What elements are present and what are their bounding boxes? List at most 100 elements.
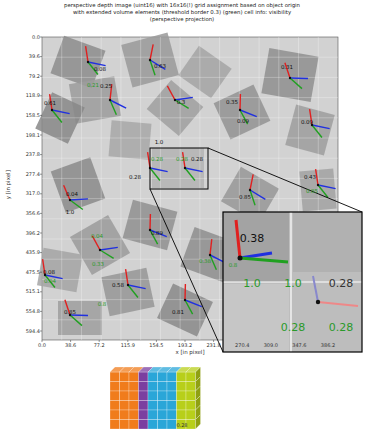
object-silhouette xyxy=(152,148,204,188)
axis-z xyxy=(318,302,358,306)
origin-dot xyxy=(239,109,241,111)
chart-title: perspective depth image (uint16) with 16… xyxy=(62,2,302,22)
voxel xyxy=(186,382,196,392)
origin-dot xyxy=(109,99,111,101)
cell-value: 0.09 xyxy=(237,119,249,125)
voxel xyxy=(148,401,158,411)
voxel xyxy=(158,410,168,420)
tick xyxy=(40,252,42,253)
object-silhouette xyxy=(51,157,106,213)
voxel xyxy=(120,420,130,430)
origin-dot xyxy=(249,189,251,191)
axis-z xyxy=(210,239,212,255)
y-tick-label: 0.0 xyxy=(32,35,40,40)
y-tick-label: 475.5 xyxy=(26,270,40,275)
voxel xyxy=(158,382,168,392)
x-tick-label: 154.5 xyxy=(149,343,163,348)
tick xyxy=(40,311,42,312)
axis-z xyxy=(149,214,151,230)
x-tick-label: 270.4 xyxy=(235,343,249,348)
tick xyxy=(40,37,42,38)
y-tick-label: 554.8 xyxy=(26,309,40,314)
voxel xyxy=(110,372,120,382)
voxel xyxy=(167,391,177,401)
voxel xyxy=(120,382,130,392)
cell-value: 0.89 xyxy=(151,231,163,237)
origin-dot xyxy=(51,109,53,111)
voxel xyxy=(177,372,187,382)
origin-dot xyxy=(317,184,319,186)
y-tick-label: 515.1 xyxy=(26,289,40,294)
cell-value: 0.43 xyxy=(304,175,316,181)
cell-value: 0.28 xyxy=(176,157,188,163)
grid-line xyxy=(42,158,338,159)
y-tick-label: 396.2 xyxy=(26,231,40,236)
cell-value: 0.8 xyxy=(98,302,107,308)
object-silhouette xyxy=(109,120,152,159)
inset-background xyxy=(223,212,362,352)
axis-y xyxy=(110,100,116,115)
voxel xyxy=(120,391,130,401)
voxel xyxy=(120,410,130,420)
voxel xyxy=(139,391,149,401)
cell-value: 0.28 xyxy=(129,175,141,181)
inset-cell-value: 0.28 xyxy=(329,322,354,333)
cell-value: 0.04 xyxy=(66,192,78,198)
voxel xyxy=(110,401,120,411)
voxel xyxy=(148,410,158,420)
inset-cell-value: 0.28 xyxy=(176,423,187,428)
axis-z xyxy=(239,94,241,110)
cell-value: 0.21 xyxy=(87,83,99,89)
origin-dot xyxy=(238,256,243,261)
zoom-leader xyxy=(208,148,362,212)
axis-z xyxy=(86,46,88,62)
origin-dot xyxy=(127,284,129,286)
tick xyxy=(40,154,42,155)
axis-y xyxy=(70,315,82,326)
inset-cell-value: 0.38 xyxy=(240,233,265,244)
axis-z xyxy=(250,174,253,190)
voxel xyxy=(129,382,139,392)
tick xyxy=(40,233,42,234)
voxel xyxy=(177,401,187,411)
grid-line xyxy=(101,37,102,340)
grid-line xyxy=(42,57,338,58)
x-tick-label: 309.0 xyxy=(264,343,278,348)
origin-dot xyxy=(149,59,151,61)
cell-value: 0.85 xyxy=(306,189,318,195)
axis-x xyxy=(70,199,88,200)
axis-y xyxy=(52,110,62,123)
voxel xyxy=(129,410,139,420)
cell-value: 0.08 xyxy=(43,270,55,276)
cell-value: 0.38 xyxy=(199,259,211,265)
axis-y xyxy=(128,285,138,298)
y-tick-label: 356.6 xyxy=(26,211,40,216)
voxel xyxy=(139,382,149,392)
origin-dot xyxy=(289,77,291,79)
origin-dot xyxy=(149,229,151,231)
axis-y xyxy=(150,168,160,181)
voxel xyxy=(177,391,187,401)
cell-value: 1.0 xyxy=(66,210,75,216)
voxel xyxy=(110,391,120,401)
object-silhouette xyxy=(214,85,271,140)
x-tick-label: 386.2 xyxy=(321,343,335,348)
voxel xyxy=(177,410,187,420)
axis-y xyxy=(100,250,114,258)
inset-cell-value: 1.0 xyxy=(284,278,302,289)
inset-object xyxy=(223,284,289,352)
voxel xyxy=(167,410,177,420)
axis-y xyxy=(175,100,189,108)
y-tick-label: 317.0 xyxy=(26,191,40,196)
voxel-side xyxy=(196,415,201,430)
x-tick-label: 0.0 xyxy=(38,343,46,348)
tick xyxy=(40,291,42,292)
x-tick-label: 193.2 xyxy=(178,343,192,348)
voxel xyxy=(148,391,158,401)
voxel xyxy=(129,391,139,401)
voxel xyxy=(110,382,120,392)
tick xyxy=(40,76,42,77)
voxel xyxy=(186,401,196,411)
x-tick-label: 77.2 xyxy=(94,343,105,348)
